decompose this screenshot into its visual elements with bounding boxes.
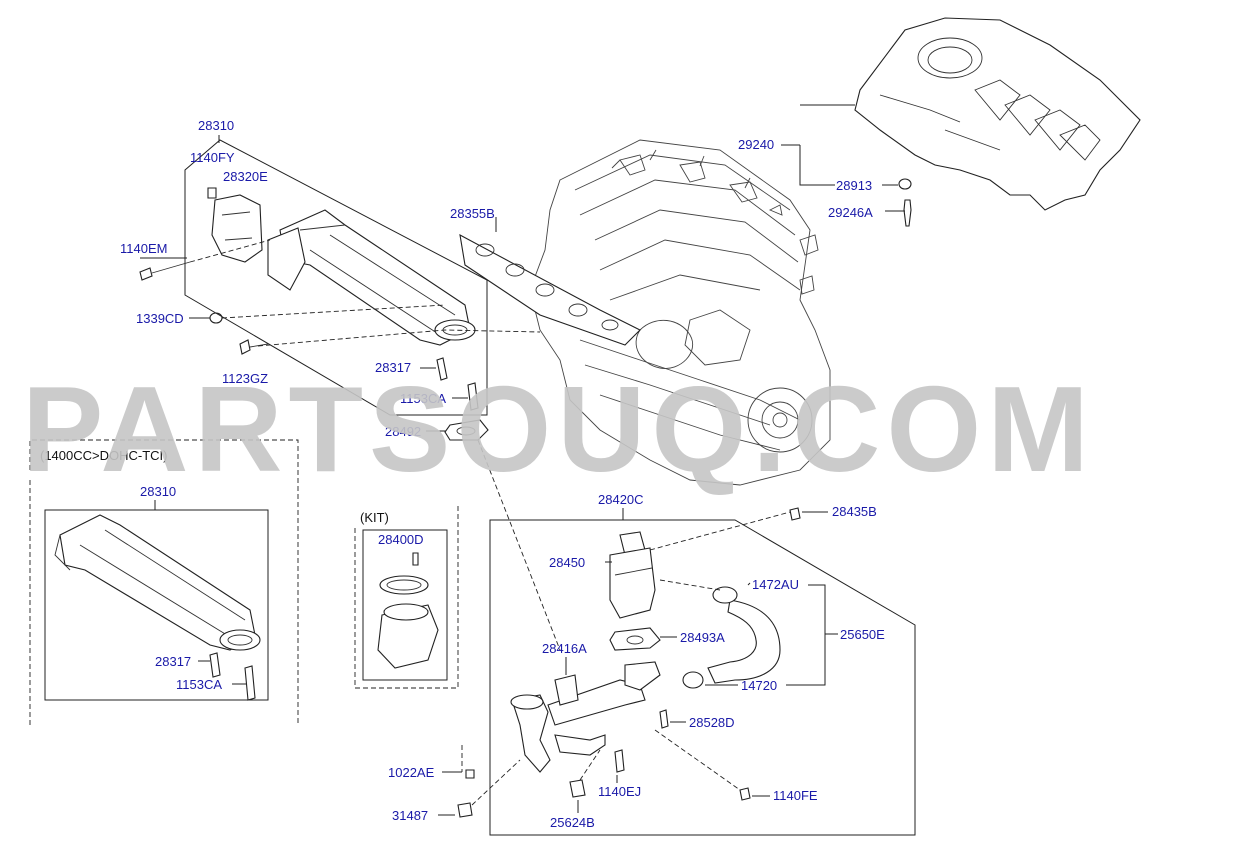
kit-dashed-frame [354, 505, 459, 689]
label-28317-top[interactable]: 28317 [375, 360, 411, 375]
label-14720[interactable]: 14720 [741, 678, 777, 693]
alt-egr-cooler-drawing [54, 514, 261, 701]
label-28310-top[interactable]: 28310 [198, 118, 234, 133]
label-29240[interactable]: 29240 [738, 137, 774, 152]
label-25650E[interactable]: 25650E [840, 627, 885, 642]
label-1022AE[interactable]: 1022AE [388, 765, 435, 780]
label-1153CA-top[interactable]: 1153CA [400, 391, 446, 406]
small-fasteners-drawing [457, 507, 801, 818]
label-28420C[interactable]: 28420C [598, 492, 644, 507]
label-28416A[interactable]: 28416A [542, 641, 587, 656]
alt-cooler-pointers [198, 660, 246, 685]
variant-dashed-frame [29, 439, 299, 725]
kit-caption: (KIT) [360, 510, 389, 525]
label-1153CA-alt[interactable]: 1153CA [176, 677, 222, 692]
label-28400D[interactable]: 28400D [378, 532, 424, 547]
label-28450[interactable]: 28450 [549, 555, 585, 570]
label-28492[interactable]: 28492 [385, 424, 421, 439]
label-1140EM[interactable]: 1140EM [120, 241, 167, 256]
leader-lines-valve-group [438, 511, 838, 816]
label-31487[interactable]: 31487 [392, 808, 428, 823]
egr-cooler-drawing [139, 187, 489, 441]
label-1123GZ[interactable]: 1123GZ [222, 371, 268, 386]
egr-valve-gasket-drawing [609, 627, 661, 651]
label-1472AU[interactable]: 1472AU [752, 577, 799, 592]
label-28913[interactable]: 28913 [836, 178, 872, 193]
manifold-gasket-drawing [459, 233, 641, 346]
watermark-text: PARTSOUQ.COM [22, 361, 1095, 497]
coolant-hose-drawing [682, 586, 781, 689]
egr-valve-group-outline [489, 519, 916, 836]
cover-grommet-drawing [898, 178, 912, 227]
variant-caption: (1400CC>DOHC-TCI) [40, 448, 168, 463]
label-1140EJ[interactable]: 1140EJ [598, 784, 641, 799]
egr-cooler-group-outline [184, 139, 488, 416]
engine-block-drawing [529, 139, 831, 486]
engine-cover-drawing [854, 17, 1141, 211]
alt-cooler-box [44, 509, 269, 701]
label-28528D[interactable]: 28528D [689, 715, 735, 730]
label-25624B[interactable]: 25624B [550, 815, 595, 830]
kit-valve-drawing [377, 552, 439, 669]
label-28317-alt[interactable]: 28317 [155, 654, 191, 669]
leader-lines-top-left [140, 104, 905, 651]
label-1339CD[interactable]: 1339CD [136, 311, 184, 326]
label-28320E[interactable]: 28320E [223, 169, 268, 184]
label-1140FY[interactable]: 1140FY [190, 150, 235, 165]
label-29246A[interactable]: 29246A [828, 205, 873, 220]
label-28310-alt[interactable]: 28310 [140, 484, 176, 499]
label-28435B[interactable]: 28435B [832, 504, 877, 519]
kit-box [362, 529, 448, 681]
egr-valve-drawing [609, 531, 656, 619]
label-28355B[interactable]: 28355B [450, 206, 495, 221]
label-28493A[interactable]: 28493A [680, 630, 725, 645]
label-1140FE[interactable]: 1140FE [773, 788, 818, 803]
egr-pipe-drawing [510, 661, 661, 773]
